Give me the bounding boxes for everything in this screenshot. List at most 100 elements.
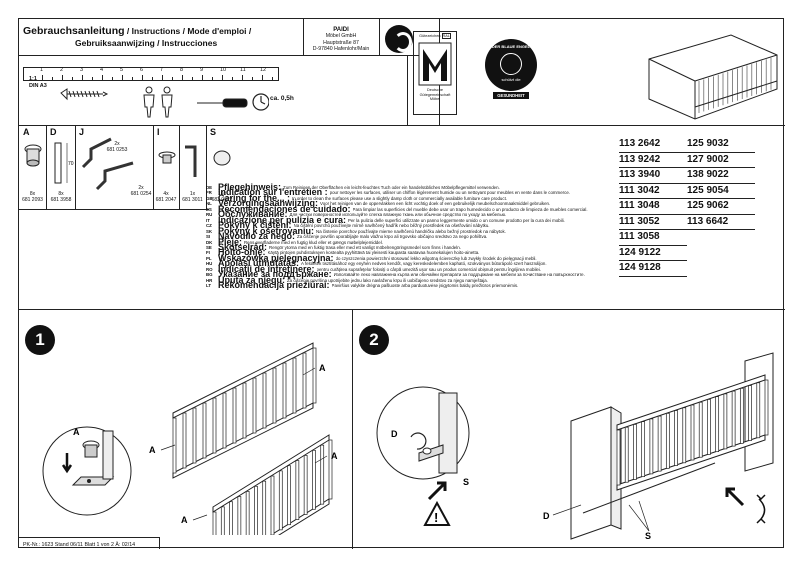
dowel-dim: 70 — [68, 161, 74, 167]
tools-illustration — [60, 86, 269, 118]
care-lang: ES — [206, 206, 212, 212]
parts-divider-2 — [75, 125, 76, 209]
ruler-number: 10 — [220, 67, 227, 73]
article-code-left-6: 111 3058 — [619, 230, 687, 246]
ruler-tick — [102, 75, 103, 80]
care-lang: IT — [206, 217, 210, 223]
step1-upper-rail-slat — [262, 372, 267, 429]
part-i-code: 681 2047 — [155, 197, 177, 203]
ruler-tick — [212, 77, 213, 80]
care-instructions: DE Pflegehinweis:Zum Reinigen der Oberflä… — [206, 182, 626, 290]
step1-upper-rail-slat — [312, 347, 317, 404]
care-text: Za čiščenje površin uporabljajte malo vl… — [297, 234, 488, 240]
care-lang: CZ — [206, 223, 212, 229]
care-lang: FR — [206, 190, 212, 196]
care-label: Pflegehinweis: — [218, 182, 282, 192]
ruler-number: 7 — [160, 67, 164, 73]
ruler-number: 2 — [60, 67, 64, 73]
article-code-right-4: 125 9062 — [687, 199, 755, 215]
step1-upper-rail-slat — [202, 402, 207, 459]
article-code-right-0: 125 9032 — [687, 137, 755, 153]
care-label: Recomendaciones de cuidado: — [218, 203, 351, 214]
leader-line — [638, 500, 650, 532]
crib-edge — [694, 54, 778, 82]
dowel-icon: 70 — [54, 142, 74, 184]
eco-angel-icon — [500, 53, 522, 75]
ruler-tick — [232, 77, 233, 80]
header-vdivider-2 — [379, 19, 380, 55]
two-persons-icon — [143, 86, 173, 118]
part-s-qty-value: 16x — [217, 191, 227, 197]
part-a-code: 681 2093 — [22, 197, 43, 203]
care-text: Для чистки поверхностей используйте слег… — [289, 212, 507, 218]
ruler-number: 1 — [40, 67, 44, 73]
step1-lower-rail-slat — [237, 496, 242, 535]
ruler-number: 12 — [260, 67, 267, 73]
care-lang: FI — [206, 250, 210, 256]
care-lang: DE — [206, 185, 213, 190]
care-lang: NL — [206, 201, 212, 207]
step1-upper-rail-slat — [242, 382, 247, 439]
care-text: Zum Reinigen der Oberflächen ein leicht-… — [283, 185, 500, 190]
detail-hole — [87, 479, 91, 483]
leader-line — [192, 514, 208, 521]
step2-detail-screw — [422, 447, 432, 455]
allen-key-icon — [185, 145, 197, 177]
step1-lower-rail-slat — [212, 511, 217, 535]
care-lang: SE — [206, 244, 212, 250]
steps-top-divider — [19, 309, 785, 310]
article-code-right-5: 113 6642 — [687, 215, 755, 230]
care-label: Wskazówka pielęgnacyjna: — [218, 252, 334, 263]
care-label: Caring for the... : — [218, 192, 290, 203]
care-label: Uputa za njegu: — [218, 274, 285, 285]
ruler-tick — [162, 75, 163, 80]
step1-lower-rail-slat — [303, 455, 308, 515]
step-2-number: 2 — [359, 325, 389, 355]
label-a: A — [319, 363, 326, 373]
ruler-tick — [192, 77, 193, 80]
part-j-code: 681 0253 — [106, 147, 128, 153]
detail-circle — [42, 426, 132, 516]
article-code-left-5: 111 3052 — [619, 215, 687, 230]
care-lang: LT — [206, 283, 212, 289]
step1-upper-rail-slat — [182, 412, 187, 469]
scale-note: 1:1 DIN A3 — [29, 76, 47, 90]
company-line2: Möbel GmbH — [325, 33, 357, 40]
arrow-down-icon — [61, 453, 73, 474]
step2-rail-slat — [698, 401, 703, 458]
care-lang: GB — [206, 195, 213, 201]
part-s-code: 683 0022 — [211, 197, 233, 203]
article-code-right-2: 138 9022 — [687, 168, 755, 184]
title-rest: / Instructions / Mode d'emploi / — [124, 26, 252, 36]
ruler-tick — [52, 77, 53, 80]
parts-divider-3 — [153, 125, 154, 209]
crib-overview-illustration — [648, 34, 778, 120]
care-label: Navodilo za nego: — [218, 231, 296, 242]
ruler-number: 6 — [140, 67, 144, 73]
step2-rail-slat — [633, 424, 637, 480]
spacer-icon — [158, 151, 176, 164]
step1-lower-rail-slat — [287, 465, 291, 526]
care-lang: HU — [206, 261, 213, 267]
footer-divider — [19, 537, 159, 538]
title-main: Gebrauchsanleitung — [23, 25, 125, 37]
care-row: DE Pflegehinweis:Zum Reinigen der Oberflä… — [206, 182, 626, 192]
push-arrow-icon — [427, 481, 447, 501]
step2-rail-slat — [690, 404, 695, 461]
company-street: Hauptstraße 87 — [323, 39, 359, 46]
parts-divider-4 — [179, 125, 180, 209]
leader-line — [160, 444, 176, 451]
article-code-right-3: 125 9054 — [687, 184, 755, 199]
